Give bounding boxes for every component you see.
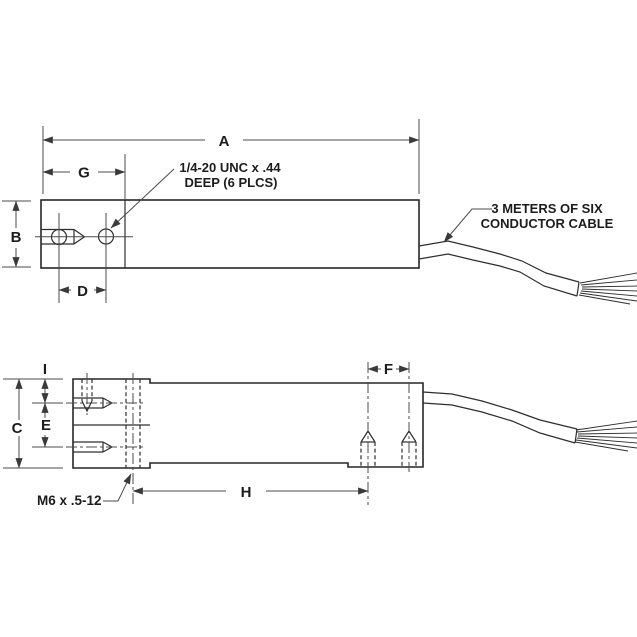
upper-side-hole	[66, 397, 144, 409]
cable-frayed-wires	[574, 420, 637, 452]
side-body-outline	[72, 378, 424, 469]
dim-label-a: A	[219, 133, 230, 150]
dim-label-i: I	[43, 361, 47, 378]
callout-tapped-holes: 1/4-20 UNC x .44 DEEP (6 PLCS)	[110, 160, 281, 229]
cable-upper-edge	[418, 240, 580, 283]
top-vertical-hole	[81, 373, 93, 415]
bottom-hole-left	[360, 362, 376, 505]
side-view: C I E F H M6	[3, 361, 637, 508]
callout-m6-thread: M6 x .5-12	[37, 473, 132, 508]
cable-end-cap	[574, 428, 578, 444]
dimension-h: H	[132, 484, 369, 501]
dim-label-f: F	[384, 361, 393, 378]
cable-end-cap	[576, 281, 580, 297]
lower-side-hole	[66, 441, 144, 453]
m6-hole	[125, 373, 141, 507]
dimension-g: G	[42, 154, 126, 199]
cable-lower-edge	[422, 402, 576, 444]
callout-cable: 3 METERS OF SIX CONDUCTOR CABLE	[443, 201, 614, 243]
dim-label-h: H	[241, 484, 252, 501]
top-view-body	[35, 199, 420, 303]
dimension-b: B	[2, 200, 31, 268]
bottom-hole-right	[401, 362, 417, 472]
cable-upper-edge	[422, 391, 578, 430]
cable-note-line1: 3 METERS OF SIX	[491, 201, 603, 216]
dim-label-c: C	[12, 420, 23, 437]
tap-note-line2: DEEP (6 PLCS)	[185, 175, 278, 190]
dimension-f: F	[367, 361, 410, 378]
dim-label-g: G	[78, 165, 90, 182]
tap-note-line1: 1/4-20 UNC x .44	[179, 160, 281, 175]
dim-label-d: D	[77, 283, 88, 300]
dimension-i: I	[32, 361, 63, 404]
leader-line	[103, 473, 132, 502]
dim-label-b: B	[11, 229, 22, 246]
body-outline	[40, 199, 420, 269]
cable-frayed-wires	[578, 272, 637, 305]
leader-line	[443, 208, 492, 243]
dimension-a: A	[42, 119, 420, 194]
dimension-c: C	[3, 378, 63, 469]
top-view-cable	[418, 240, 637, 305]
dimension-d: D	[58, 283, 107, 300]
dim-label-e: E	[41, 417, 51, 434]
m6-note: M6 x .5-12	[37, 493, 102, 508]
cable-lower-edge	[418, 253, 578, 297]
dimension-e: E	[32, 402, 63, 448]
cable-note-line2: CONDUCTOR CABLE	[481, 216, 614, 231]
leader-line	[110, 168, 175, 229]
drill-point	[81, 400, 93, 413]
top-view: A G B D 1/4-20 UNC x .44 DEEP (6 PLC	[2, 119, 637, 305]
side-view-cable	[422, 391, 637, 452]
